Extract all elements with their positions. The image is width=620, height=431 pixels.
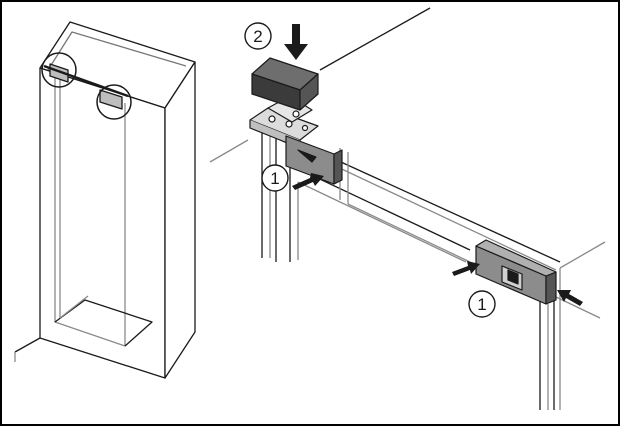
cabinet-overview <box>14 21 196 379</box>
detail-circle-left <box>41 52 77 88</box>
step-1-label-left: 1 <box>270 169 279 188</box>
arrow-right-icon-right-clip <box>452 261 480 276</box>
arrow-down-icon <box>284 24 308 60</box>
clip-left <box>285 135 343 185</box>
step-1-marker-left: 1 <box>261 164 289 192</box>
step-2-marker: 2 <box>244 22 272 50</box>
step-2-label: 2 <box>253 27 262 46</box>
cabinet-detail-view <box>209 7 606 410</box>
cover-cap <box>251 57 319 111</box>
clip-right <box>475 239 557 305</box>
step-1-marker-right: 1 <box>468 290 496 318</box>
arrow-right-icon-left-clip <box>292 173 324 190</box>
step-1-label-right: 1 <box>477 295 486 314</box>
detail-circle-right <box>96 84 132 120</box>
arrow-left-icon-right-clip <box>557 290 583 306</box>
